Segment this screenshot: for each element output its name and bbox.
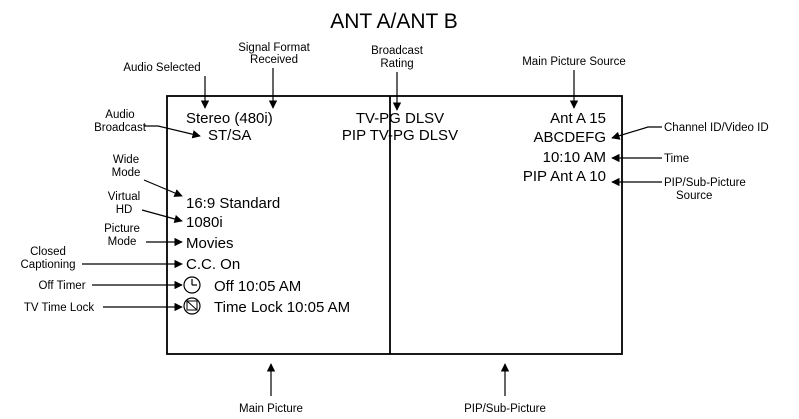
callout-closed-captioning-line2: Captioning — [21, 259, 76, 271]
osd-audio-broadcast: ST/SA — [208, 127, 251, 144]
callout-tv-time-lock: TV Time Lock — [24, 302, 95, 314]
callout-wide-mode-line1: Wide — [113, 154, 139, 166]
callout-time: Time — [664, 153, 689, 165]
callout-picture-mode-line1: Picture — [104, 223, 140, 235]
osd-wide-mode: 16:9 Standard — [186, 195, 280, 212]
callout-pip-source-line1: PIP/Sub-Picture — [664, 177, 746, 189]
callout-picture-mode-line2: Mode — [108, 236, 137, 248]
lock-screen-icon — [183, 297, 201, 315]
callout-main-picture-source: Main Picture Source — [522, 56, 626, 68]
callout-virtual-hd-line1: Virtual — [108, 191, 140, 203]
callout-pip-picture: PIP/Sub-Picture — [464, 403, 546, 415]
screen-frame — [166, 95, 623, 355]
callout-closed-captioning-line1: Closed — [30, 246, 66, 258]
osd-source: Ant A 15 — [550, 110, 606, 127]
arrow-virtual-hd — [141, 209, 183, 224]
callout-audio-selected: Audio Selected — [123, 62, 200, 74]
osd-time-lock: Time Lock 10:05 AM — [214, 299, 350, 316]
callout-audio-broadcast-line1: Audio — [105, 109, 134, 121]
callout-broadcast-rating-line1: Broadcast — [371, 45, 424, 57]
osd-rating-pip: PIP TV-PG DLSV — [342, 127, 458, 144]
callout-main-picture: Main Picture — [239, 403, 303, 415]
callout-signal-format-line2: Received — [250, 54, 298, 66]
arrow-channel-id — [611, 126, 662, 140]
callout-pip-source-line2: Source — [676, 190, 712, 202]
osd-channel-id: ABCDEFG — [533, 129, 606, 146]
osd-pip-source: PIP Ant A 10 — [523, 168, 606, 185]
osd-off-timer: Off 10:05 AM — [214, 278, 301, 295]
osd-picture-mode: Movies — [186, 235, 234, 252]
callout-audio-broadcast-line2: Broadcast — [94, 122, 147, 134]
callout-signal-format-line1: Signal Format — [238, 42, 310, 54]
callout-virtual-hd-line2: HD — [116, 204, 133, 216]
osd-time: 10:10 AM — [543, 149, 606, 166]
callout-broadcast-rating-line2: Rating — [380, 58, 413, 70]
diagram-title: ANT A/ANT B — [330, 10, 458, 33]
clock-icon — [183, 276, 201, 294]
callout-channel-id: Channel ID/Video ID — [664, 122, 769, 134]
osd-closed-captioning: C.C. On — [186, 256, 240, 273]
osd-rating-main: TV-PG DLSV — [356, 110, 444, 127]
callout-wide-mode-line2: Mode — [112, 167, 141, 179]
osd-virtual-hd: 1080i — [186, 214, 223, 231]
arrow-wide-mode — [143, 179, 183, 197]
callout-off-timer: Off Timer — [38, 280, 85, 292]
arrow-audio-broadcast — [144, 125, 201, 139]
osd-audio-selected: Stereo (480i) — [186, 110, 273, 127]
